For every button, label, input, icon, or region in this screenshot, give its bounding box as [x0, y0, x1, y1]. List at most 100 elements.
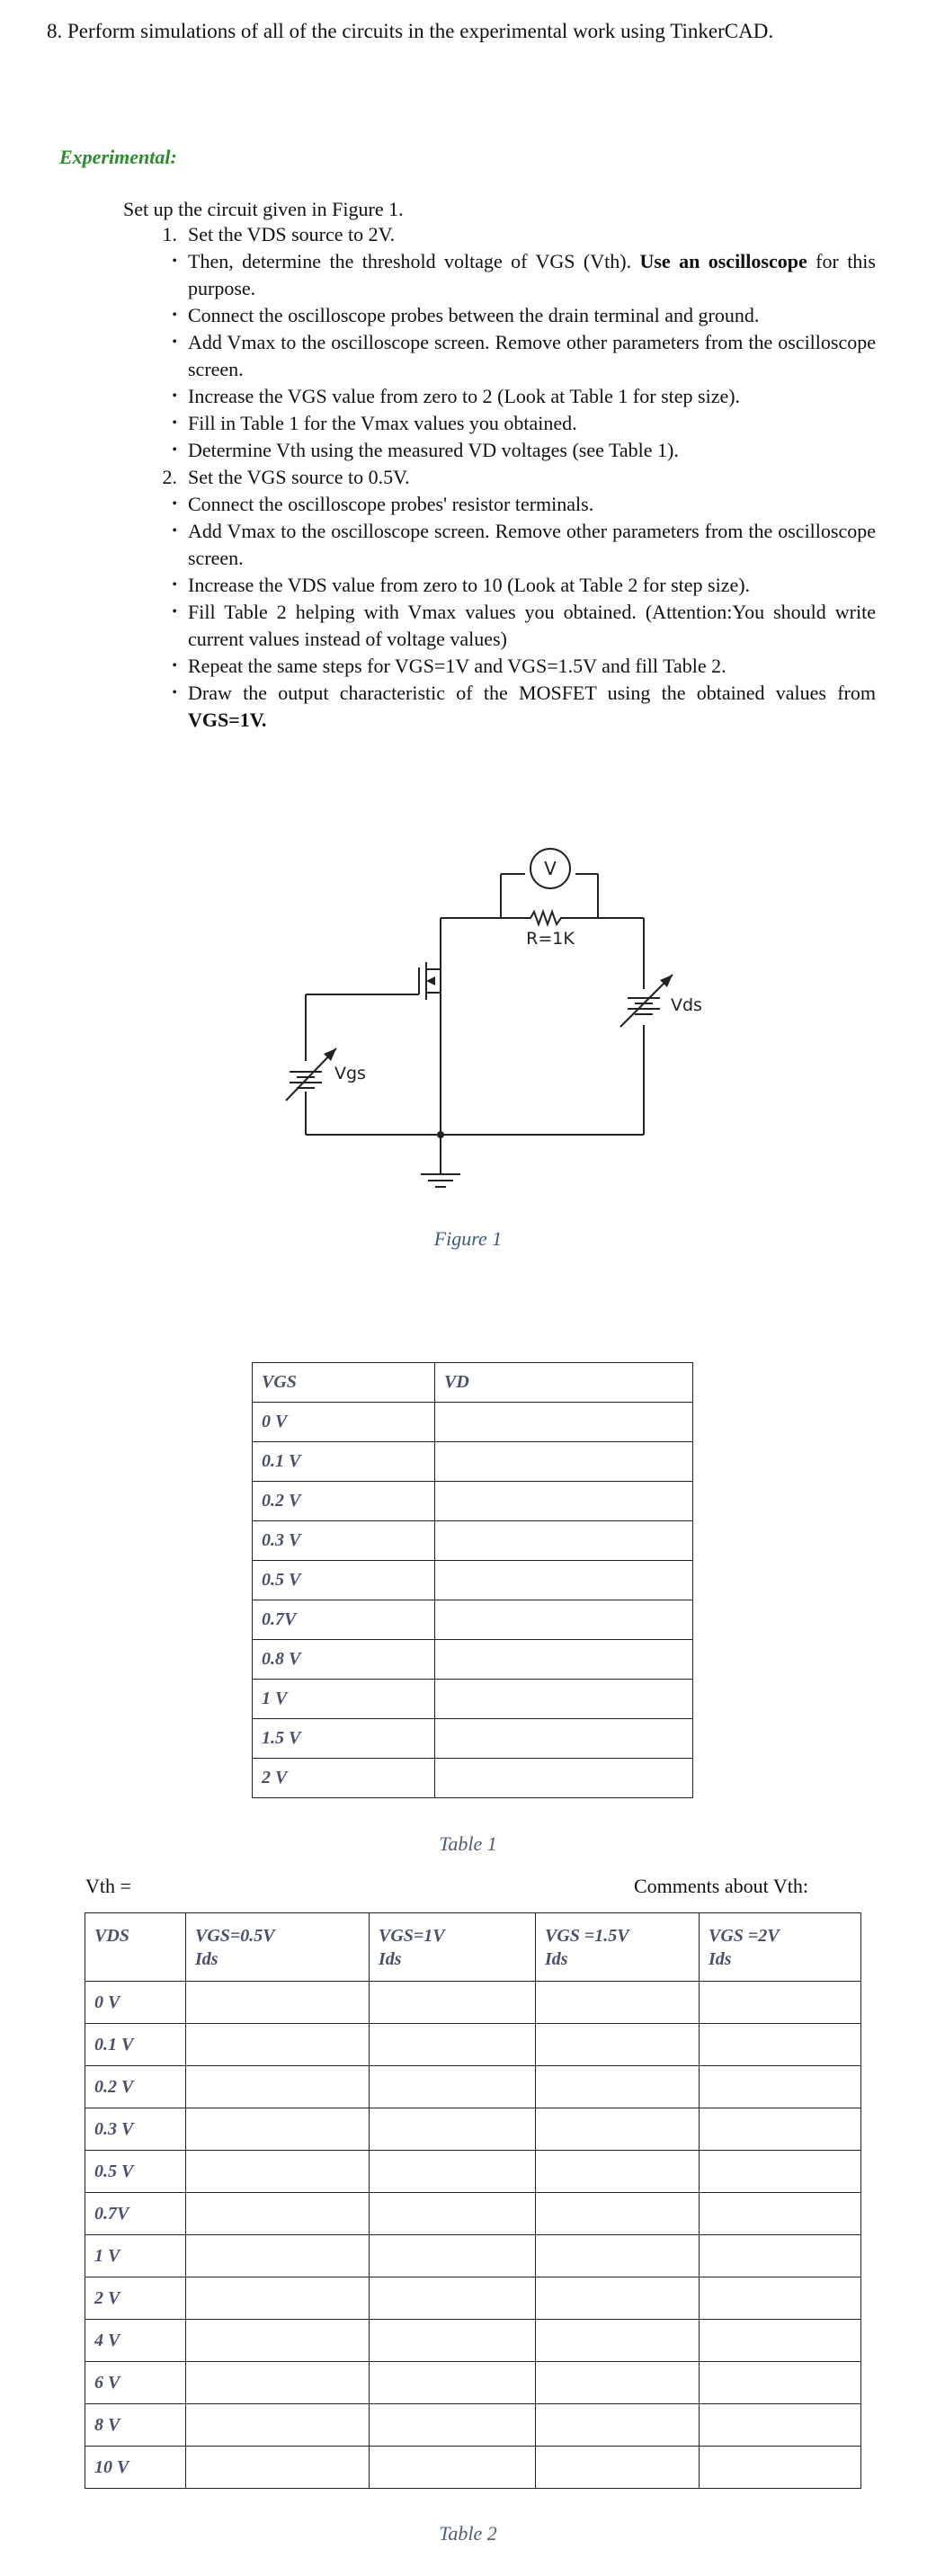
voltmeter-label: V: [544, 858, 557, 879]
vd-empty-cell[interactable]: [434, 1758, 693, 1798]
vd-empty-cell[interactable]: [434, 1520, 693, 1561]
list-item: •Repeat the same steps for VGS=1V and VG…: [123, 653, 876, 680]
vth-label: Vth =: [85, 1875, 131, 1897]
vd-empty-cell[interactable]: [434, 1718, 693, 1759]
ids-empty-cell[interactable]: [369, 2403, 536, 2447]
ids-empty-cell[interactable]: [535, 1981, 700, 2024]
list-item: •Fill Table 2 helping with Vmax values y…: [123, 599, 876, 653]
resistor-label: R=1K: [526, 929, 575, 949]
ids-empty-cell[interactable]: [699, 2446, 861, 2489]
ids-empty-cell[interactable]: [699, 2234, 861, 2277]
ids-empty-cell[interactable]: [185, 2446, 370, 2489]
vgs-cell: 2 V: [252, 1758, 435, 1798]
ids-empty-cell[interactable]: [369, 2234, 536, 2277]
mosfet-arrow: [426, 976, 435, 985]
resistor-symbol: [501, 909, 598, 927]
table-row: VGS VD: [252, 1362, 693, 1403]
ids-empty-cell[interactable]: [185, 2234, 370, 2277]
bullet-marker: •: [172, 496, 177, 512]
list-item-text: Then, determine the threshold voltage of…: [188, 248, 876, 302]
ids-empty-cell[interactable]: [185, 1981, 370, 2024]
ids-empty-cell[interactable]: [185, 2403, 370, 2447]
ids-empty-cell[interactable]: [699, 2023, 861, 2066]
ids-empty-cell[interactable]: [699, 2361, 861, 2404]
ids-empty-cell[interactable]: [699, 2108, 861, 2151]
ids-empty-cell[interactable]: [699, 1981, 861, 2024]
vd-empty-cell[interactable]: [434, 1679, 693, 1719]
ids-empty-cell[interactable]: [185, 2361, 370, 2404]
ids-empty-cell[interactable]: [369, 2446, 536, 2489]
ids-empty-cell[interactable]: [369, 2150, 536, 2193]
ids-empty-cell[interactable]: [369, 2319, 536, 2362]
ids-empty-cell[interactable]: [535, 2234, 700, 2277]
bullet-marker: •: [172, 685, 177, 700]
table-row: 0.7V: [85, 2192, 861, 2235]
ids-empty-cell[interactable]: [535, 2446, 700, 2489]
ids-empty-cell[interactable]: [185, 2192, 370, 2235]
vd-empty-cell[interactable]: [434, 1441, 693, 1482]
vgs-cell: 0 V: [252, 1402, 435, 1442]
ids-empty-cell[interactable]: [535, 2023, 700, 2066]
vds-cell: 6 V: [85, 2361, 186, 2404]
ids-empty-cell[interactable]: [535, 2150, 700, 2193]
bullet-marker: •: [172, 523, 177, 539]
vgs-cell: 0.2 V: [252, 1481, 435, 1521]
vd-empty-cell[interactable]: [434, 1481, 693, 1521]
list-item-text: Connect the oscilloscope probes' resisto…: [188, 491, 876, 518]
ids-empty-cell[interactable]: [369, 2277, 536, 2320]
table-row: 0.2 V: [85, 2065, 861, 2108]
vd-empty-cell[interactable]: [434, 1560, 693, 1600]
ids-empty-cell[interactable]: [369, 2108, 536, 2151]
ids-empty-cell[interactable]: [369, 2192, 536, 2235]
ids-empty-cell[interactable]: [699, 2319, 861, 2362]
ids-empty-cell[interactable]: [185, 2065, 370, 2108]
ids-empty-cell[interactable]: [535, 2065, 700, 2108]
vd-empty-cell[interactable]: [434, 1639, 693, 1680]
header-line: VGS =2V: [709, 1926, 780, 1946]
vd-empty-cell[interactable]: [434, 1402, 693, 1442]
list-item: •Add Vmax to the oscilloscope screen. Re…: [123, 329, 876, 383]
ids-empty-cell[interactable]: [185, 2150, 370, 2193]
table-row: 0.5 V: [252, 1560, 693, 1600]
ids-empty-cell[interactable]: [185, 2319, 370, 2362]
circuit-diagram: V R=1K Vds Vgs: [285, 848, 702, 1188]
list-item-text-part: Connect the oscilloscope probes' resisto…: [188, 493, 594, 515]
list-item: •Increase the VGS value from zero to 2 (…: [123, 383, 876, 410]
vd-empty-cell[interactable]: [434, 1600, 693, 1640]
ids-empty-cell[interactable]: [699, 2065, 861, 2108]
ids-empty-cell[interactable]: [699, 2192, 861, 2235]
ids-empty-cell[interactable]: [185, 2023, 370, 2066]
table-row: 1 V: [252, 1679, 693, 1719]
vds-cell: 0.5 V: [85, 2150, 186, 2193]
ids-empty-cell[interactable]: [699, 2277, 861, 2320]
procedure-steps: 1.Set the VDS source to 2V.•Then, determ…: [123, 221, 877, 734]
list-item-text-part: Then, determine the threshold voltage of…: [188, 250, 640, 272]
ids-empty-cell[interactable]: [535, 2277, 700, 2320]
ids-empty-cell[interactable]: [535, 2192, 700, 2235]
ids-empty-cell[interactable]: [369, 1981, 536, 2024]
ids-empty-cell[interactable]: [535, 2361, 700, 2404]
ids-empty-cell[interactable]: [369, 2361, 536, 2404]
ids-empty-cell[interactable]: [369, 2065, 536, 2108]
table-header-cell: VD: [434, 1362, 693, 1403]
list-item-text-part: Increase the VDS value from zero to 10 (…: [188, 574, 751, 596]
ids-empty-cell[interactable]: [369, 2023, 536, 2066]
bullet-marker: •: [172, 577, 177, 593]
comments-label: Comments about Vth:: [634, 1875, 808, 1897]
table-row: 0.1 V: [252, 1441, 693, 1482]
ids-empty-cell[interactable]: [535, 2403, 700, 2447]
list-item: •Connect the oscilloscope probes between…: [123, 302, 876, 329]
list-item-text-part: Repeat the same steps for VGS=1V and VGS…: [188, 655, 727, 677]
ids-empty-cell[interactable]: [699, 2403, 861, 2447]
vgs-cell: 0.8 V: [252, 1639, 435, 1680]
ids-empty-cell[interactable]: [535, 2319, 700, 2362]
list-item-text: Fill Table 2 helping with Vmax values yo…: [188, 599, 876, 653]
ids-empty-cell[interactable]: [185, 2277, 370, 2320]
ids-empty-cell[interactable]: [535, 2108, 700, 2151]
table-header-cell: VDS: [85, 1912, 186, 1982]
ids-empty-cell[interactable]: [699, 2150, 861, 2193]
figure-caption: Figure 1: [433, 1227, 503, 1250]
ids-empty-cell[interactable]: [185, 2108, 370, 2151]
list-item-text: Draw the output characteristic of the MO…: [188, 680, 876, 734]
